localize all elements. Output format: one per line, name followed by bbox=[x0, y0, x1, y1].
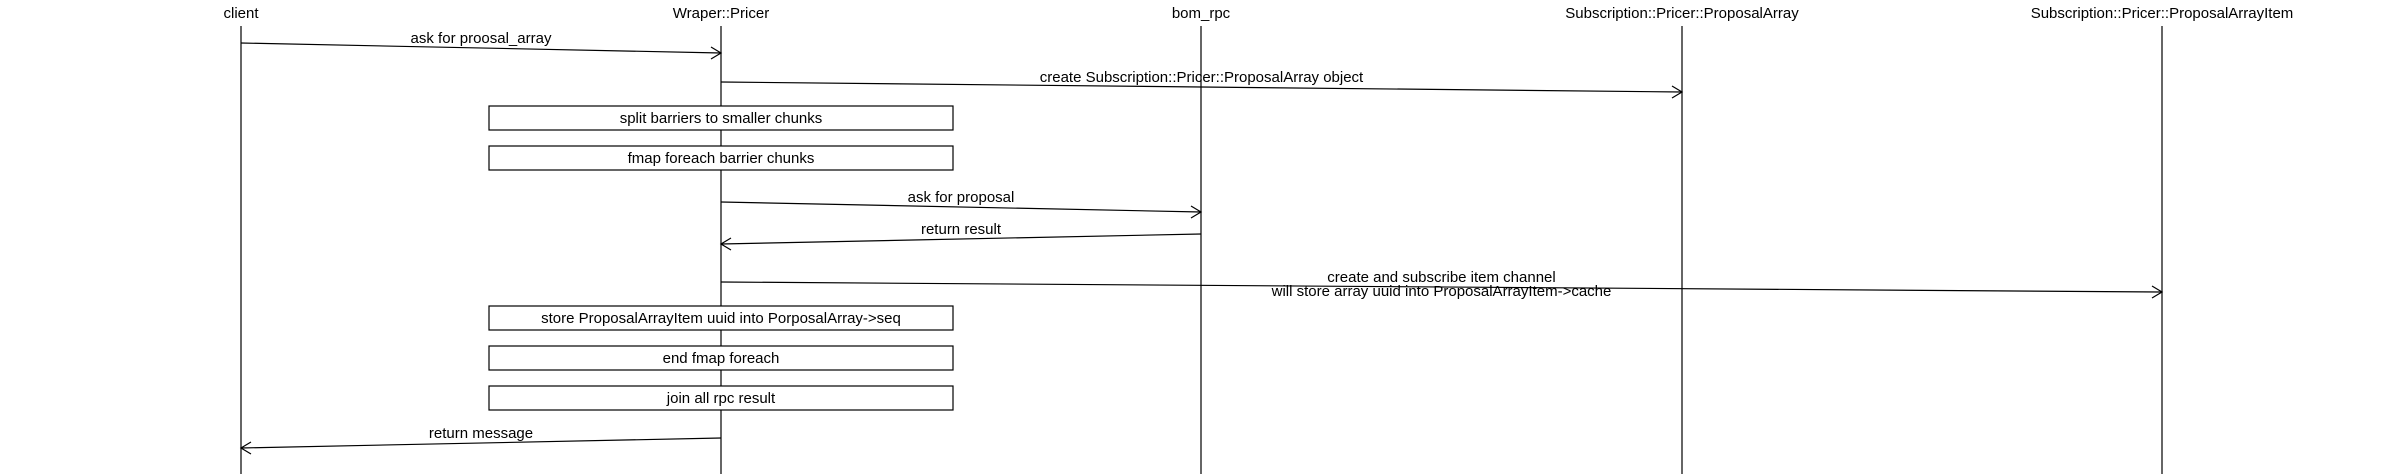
participant-label-pricer: Wraper::Pricer bbox=[673, 5, 769, 22]
note-box: fmap foreach barrier chunks bbox=[488, 145, 954, 171]
note-frame bbox=[488, 305, 954, 331]
arrowhead bbox=[1190, 205, 1203, 219]
arrowhead bbox=[719, 237, 732, 251]
note-label: split barriers to smaller chunks bbox=[620, 110, 823, 127]
arrowhead bbox=[710, 46, 723, 60]
message-line bbox=[720, 201, 1202, 213]
message-arrow: ask for proosal_array bbox=[240, 30, 723, 60]
arrowhead bbox=[239, 441, 252, 455]
note-box: split barriers to smaller chunks bbox=[488, 105, 954, 131]
note-label: store ProposalArrayItem uuid into Porpos… bbox=[541, 310, 901, 327]
message-label: ask for proposal bbox=[908, 189, 1015, 206]
message-label: create and subscribe item channel bbox=[1327, 269, 1555, 286]
note-frame bbox=[488, 105, 954, 131]
message-line bbox=[240, 437, 722, 449]
message-sublabel: will store array uuid into ProposalArray… bbox=[1271, 283, 1612, 300]
message-arrow: return message bbox=[239, 425, 722, 455]
participant-label-array: Subscription::Pricer::ProposalArray bbox=[1565, 5, 1799, 22]
note-frame bbox=[488, 345, 954, 371]
message-line bbox=[720, 233, 1202, 245]
note-frame bbox=[488, 145, 954, 171]
note-frame bbox=[488, 385, 954, 411]
message-line bbox=[240, 42, 722, 54]
message-arrow: ask for proposal bbox=[720, 189, 1203, 219]
note-label: end fmap foreach bbox=[663, 350, 780, 367]
message-line bbox=[720, 281, 2163, 293]
note-label: join all rpc result bbox=[666, 390, 776, 407]
arrowhead bbox=[2151, 285, 2164, 299]
message-line bbox=[720, 81, 1683, 93]
message-label: ask for proosal_array bbox=[411, 30, 552, 47]
message-label: create Subscription::Pricer::ProposalArr… bbox=[1040, 69, 1364, 86]
participant-label-client: client bbox=[223, 5, 259, 22]
participant-label-item: Subscription::Pricer::ProposalArrayItem bbox=[2031, 5, 2294, 22]
participants: client Wraper::Pricer bom_rpc Subscription:… bbox=[223, 5, 2293, 22]
note-label: fmap foreach barrier chunks bbox=[628, 150, 815, 167]
note-box: store ProposalArrayItem uuid into Porpos… bbox=[488, 305, 954, 331]
note-box: join all rpc result bbox=[488, 385, 954, 411]
arrowhead bbox=[1671, 85, 1684, 99]
message-label: return result bbox=[921, 221, 1002, 238]
message-arrow: create Subscription::Pricer::ProposalArr… bbox=[720, 69, 1684, 99]
participant-label-rpc: bom_rpc bbox=[1172, 5, 1231, 22]
message-arrow: return result bbox=[719, 221, 1202, 251]
note-box: end fmap foreach bbox=[488, 345, 954, 371]
message-label: return message bbox=[429, 425, 533, 442]
